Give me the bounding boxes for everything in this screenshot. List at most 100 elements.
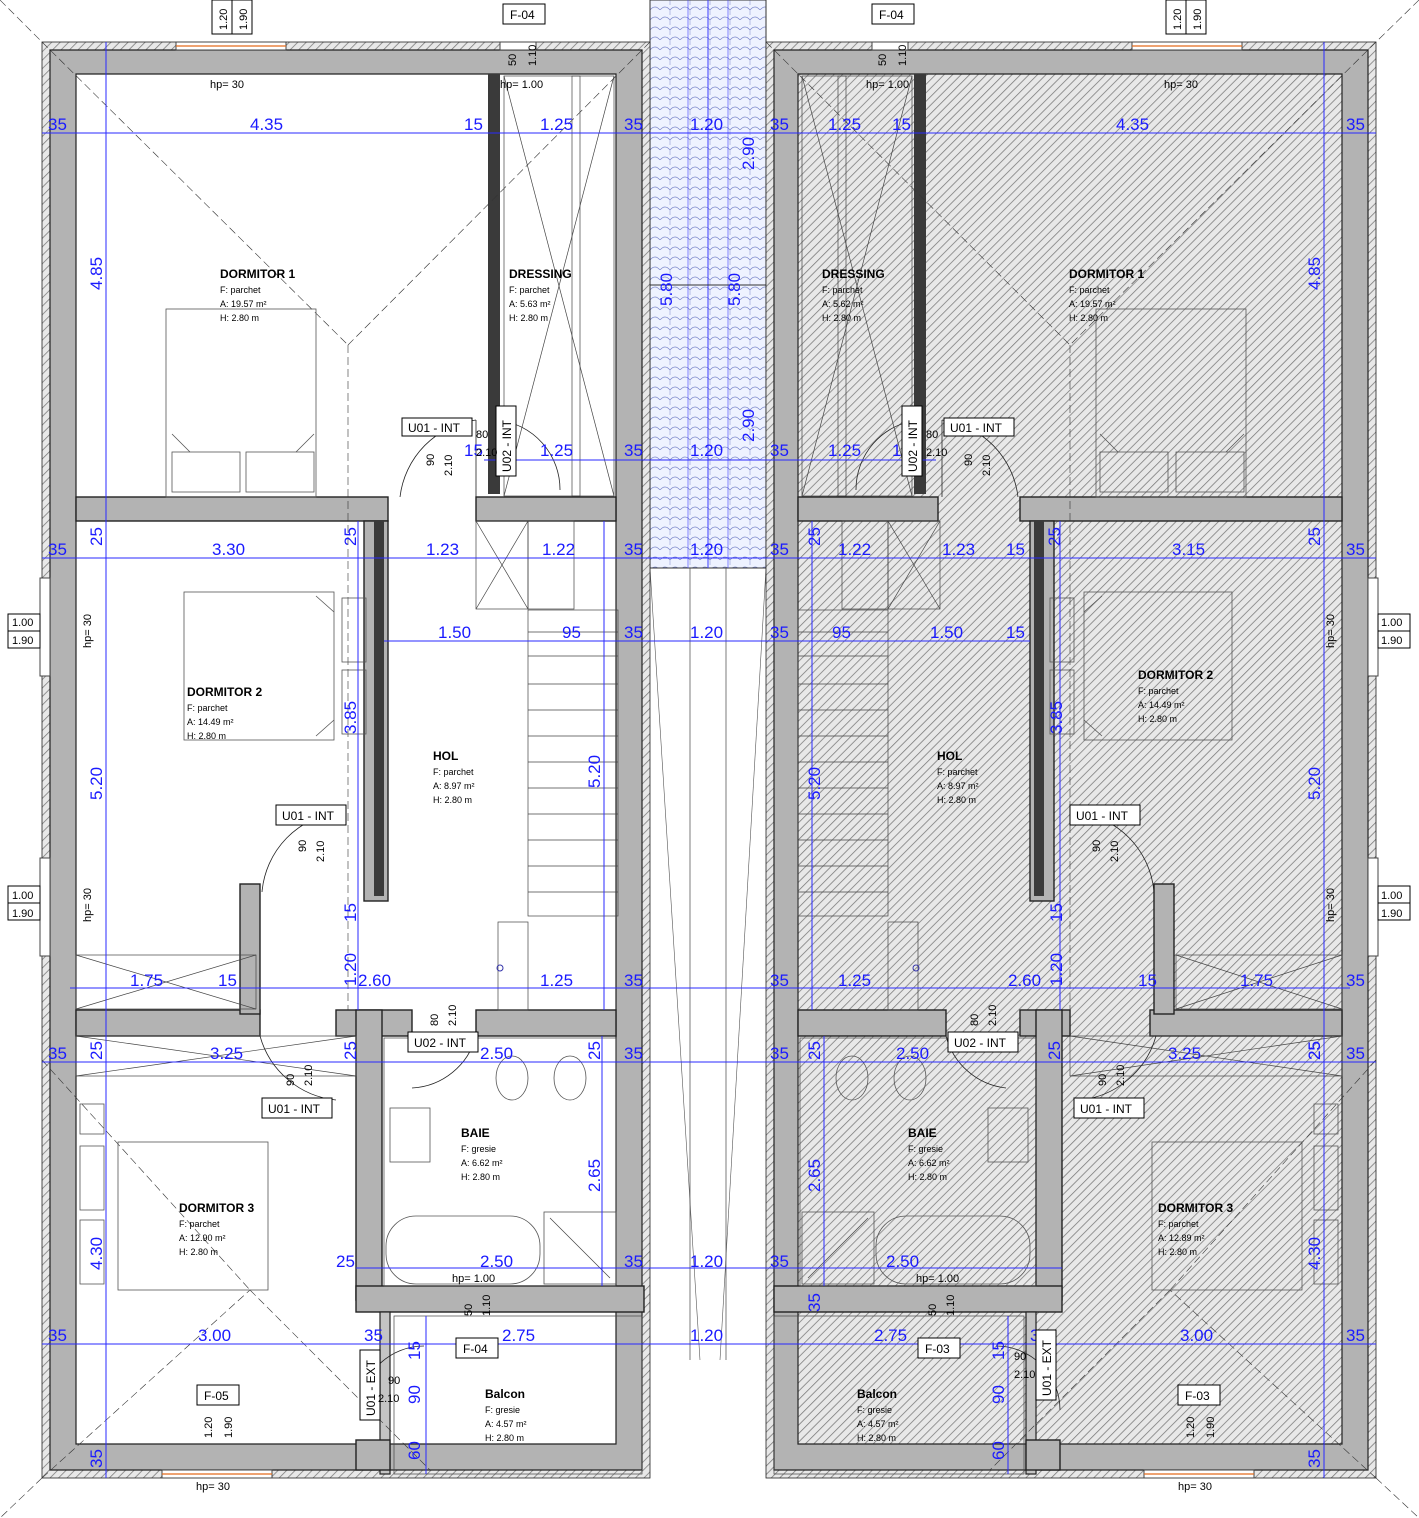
room-floor: F: gresie	[908, 1144, 943, 1154]
dim-text-vertical: 4.85	[87, 257, 106, 290]
room-area: A: 6.62 m²	[908, 1158, 950, 1168]
room-label-baie-right: BAIE F: gresie A: 6.62 m² H: 2.80 m	[908, 1126, 950, 1182]
dim-text: 1.25	[838, 971, 871, 990]
svg-text:F-04: F-04	[879, 8, 904, 22]
svg-text:F-03: F-03	[1185, 1389, 1210, 1403]
dim-text-vertical: 35	[87, 1449, 106, 1468]
dim-text-vertical: 25	[1045, 1041, 1064, 1060]
room-height: H: 2.80 m	[509, 313, 548, 323]
dim-text-vertical: 2.90	[739, 137, 758, 170]
bathroom-fixtures-right	[799, 1037, 1037, 1287]
svg-text:hp= 30: hp= 30	[1164, 79, 1198, 91]
dim-text-vertical: 5.20	[585, 755, 604, 788]
room-floor: F: parchet	[179, 1219, 220, 1229]
svg-text:2.10: 2.10	[303, 1065, 315, 1086]
svg-text:1.20: 1.20	[203, 1417, 215, 1438]
room-name: BAIE	[908, 1126, 937, 1140]
svg-text:hp= 30: hp= 30	[1178, 1481, 1212, 1493]
dim-text-vertical: 5.20	[1305, 767, 1324, 800]
dim-text: 35	[1346, 540, 1365, 559]
room-height: H: 2.80 m	[1138, 714, 1177, 724]
dim-text: 15	[892, 115, 911, 134]
svg-text:80: 80	[969, 1014, 981, 1026]
dim-text: 15	[1006, 540, 1025, 559]
room-name: DRESSING	[509, 267, 572, 281]
dim-text: 35	[1346, 1326, 1365, 1345]
svg-text:hp= 1.00: hp= 1.00	[452, 1273, 495, 1285]
dim-text-vertical: 25	[87, 1041, 106, 1060]
room-floor: F: parchet	[822, 285, 863, 295]
dim-text: 35	[770, 1044, 789, 1063]
svg-text:50: 50	[463, 1304, 475, 1316]
room-height: H: 2.80 m	[822, 313, 861, 323]
room-floor: F: parchet	[187, 703, 228, 713]
svg-text:2.10: 2.10	[981, 455, 993, 476]
dim-text-vertical: 25	[1305, 1041, 1324, 1060]
dimension-lines	[42, 42, 1376, 1478]
svg-text:90: 90	[1014, 1351, 1026, 1363]
room-name: HOL	[433, 749, 458, 763]
dim-text: 1.23	[426, 540, 459, 559]
dim-text: 1.20	[690, 623, 723, 642]
dim-text-vertical: 3.85	[1047, 701, 1066, 734]
dim-text-vertical: 15	[989, 1341, 1008, 1360]
dim-text: 35	[48, 1044, 67, 1063]
tag-f04-balcony-left: F-04	[455, 1337, 499, 1359]
dim-text: 3.15	[1172, 540, 1205, 559]
dim-text: 35	[770, 623, 789, 642]
dim-text-vertical: 90	[989, 1385, 1008, 1404]
tag-u02-int-vertical-left: U02 - INT	[495, 405, 517, 477]
bathroom-fixtures-left	[383, 1037, 617, 1287]
room-height: H: 2.80 m	[1069, 313, 1108, 323]
room-floor: F: parchet	[1138, 686, 1179, 696]
dim-text: 15	[464, 441, 483, 460]
dim-text: 35	[770, 971, 789, 990]
dim-text: 2.50	[480, 1252, 513, 1271]
room-floor: F: gresie	[857, 1405, 892, 1415]
dim-text: 95	[562, 623, 581, 642]
svg-text:hp= 1.00: hp= 1.00	[866, 79, 909, 91]
bed-dormitor-1-left	[165, 308, 317, 498]
room-floor: F: parchet	[433, 767, 474, 777]
room-label-dormitor-3-left: DORMITOR 3 F: parchet A: 12.90 m² H: 2.8…	[179, 1201, 254, 1257]
dim-text: 2.75	[874, 1326, 907, 1345]
dim-text: 35	[364, 1326, 383, 1345]
svg-text:F-04: F-04	[510, 8, 535, 22]
room-name: BAIE	[461, 1126, 490, 1140]
dim-text-vertical: 25	[341, 1041, 360, 1060]
dim-text: 4.35	[1116, 115, 1149, 134]
room-floor: F: gresie	[461, 1144, 496, 1154]
svg-text:U02 - INT: U02 - INT	[906, 419, 920, 472]
room-height: H: 2.80 m	[857, 1433, 896, 1443]
dim-text-vertical: 4.30	[1305, 1237, 1324, 1270]
left-unit-walls	[41, 41, 651, 1479]
svg-text:50: 50	[927, 1304, 939, 1316]
dim-text-vertical: 25	[1305, 1041, 1324, 1060]
room-name: DORMITOR 3	[179, 1201, 254, 1215]
room-floor: F: parchet	[220, 285, 261, 295]
dim-text: 35	[624, 623, 643, 642]
svg-text:hp= 1.00: hp= 1.00	[500, 79, 543, 91]
dim-text: 1.50	[930, 623, 963, 642]
dim-text: 35	[624, 1044, 643, 1063]
dim-text: 1.22	[542, 540, 575, 559]
svg-text:U02 - INT: U02 - INT	[414, 1036, 467, 1050]
room-name: Balcon	[485, 1387, 525, 1401]
tag-u02-int-2: U02 - INT	[947, 1031, 1019, 1053]
svg-text:2.10: 2.10	[476, 447, 497, 459]
svg-text:2.10: 2.10	[443, 455, 455, 476]
tag-u01-ext-left: U01 - EXT	[359, 1349, 381, 1421]
svg-text:1.10: 1.10	[945, 1295, 957, 1316]
room-label-dormitor-2-right: DORMITOR 2 F: parchet A: 14.49 m² H: 2.8…	[1138, 668, 1213, 724]
dim-text-vertical: 1.20	[341, 953, 360, 986]
dim-text: 1.20	[690, 1326, 723, 1345]
dim-text-vertical: 25	[805, 527, 824, 546]
svg-text:F-05: F-05	[204, 1389, 229, 1403]
dim-text: 1.23	[942, 540, 975, 559]
dim-text: 15	[1138, 971, 1157, 990]
dim-text-vertical: 25	[341, 527, 360, 546]
svg-text:1.00: 1.00	[12, 890, 33, 902]
dim-text: 15	[218, 971, 237, 990]
tag-f05: F-05	[196, 1384, 240, 1406]
dim-text: 95	[832, 623, 851, 642]
